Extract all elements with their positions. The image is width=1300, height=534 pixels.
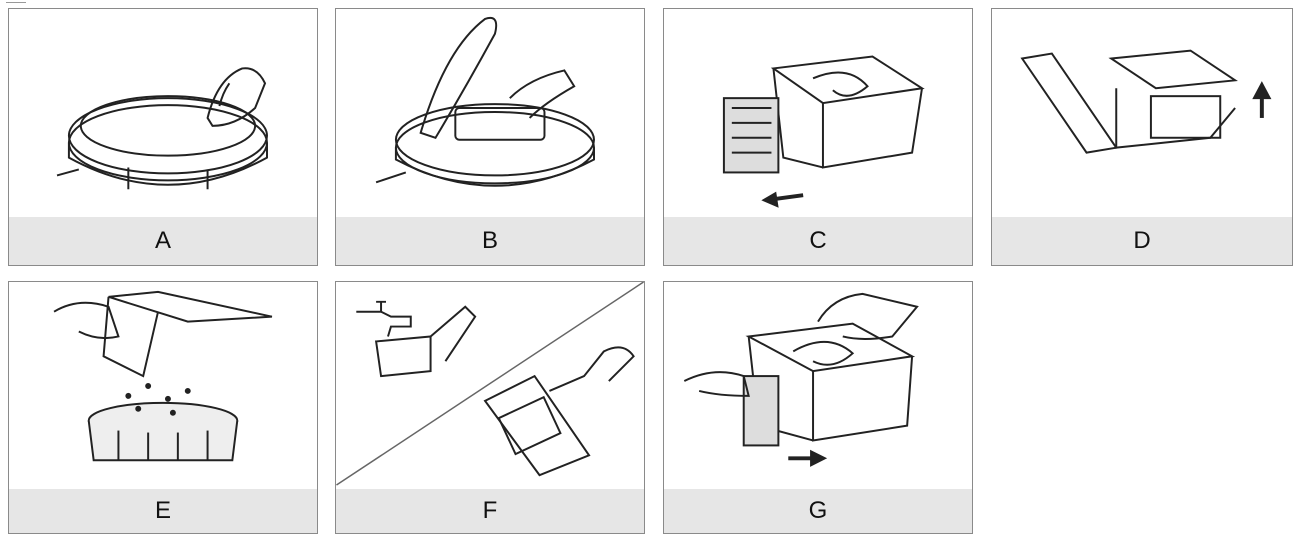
step-label: F	[336, 489, 644, 533]
wash-and-brush-filter-illustration	[336, 282, 644, 489]
robot-vacuum-open-lid-illustration	[336, 9, 644, 217]
dust-bin-open-cover-illustration	[992, 9, 1292, 217]
step-panel-f: F	[335, 281, 645, 534]
step-panel-c: C	[663, 8, 973, 266]
step-panel-d: D	[991, 8, 1293, 266]
dust-bin-remove-filter-illustration	[664, 9, 972, 217]
step-label: A	[9, 217, 317, 265]
step-panel-b: B	[335, 8, 645, 266]
top-edge-fragment	[6, 0, 26, 3]
empty-bin-into-trash-illustration	[9, 282, 317, 489]
step-panel-g: G	[663, 281, 973, 534]
step-label: G	[664, 489, 972, 533]
step-panel-e: E	[8, 281, 318, 534]
step-label: B	[336, 217, 644, 265]
step-panel-a: A	[8, 8, 318, 266]
step-label: E	[9, 489, 317, 533]
step-label: D	[992, 217, 1292, 265]
step-label: C	[664, 217, 972, 265]
dust-bin-insert-filter-illustration	[664, 282, 972, 489]
robot-vacuum-press-lid-illustration	[9, 9, 317, 217]
